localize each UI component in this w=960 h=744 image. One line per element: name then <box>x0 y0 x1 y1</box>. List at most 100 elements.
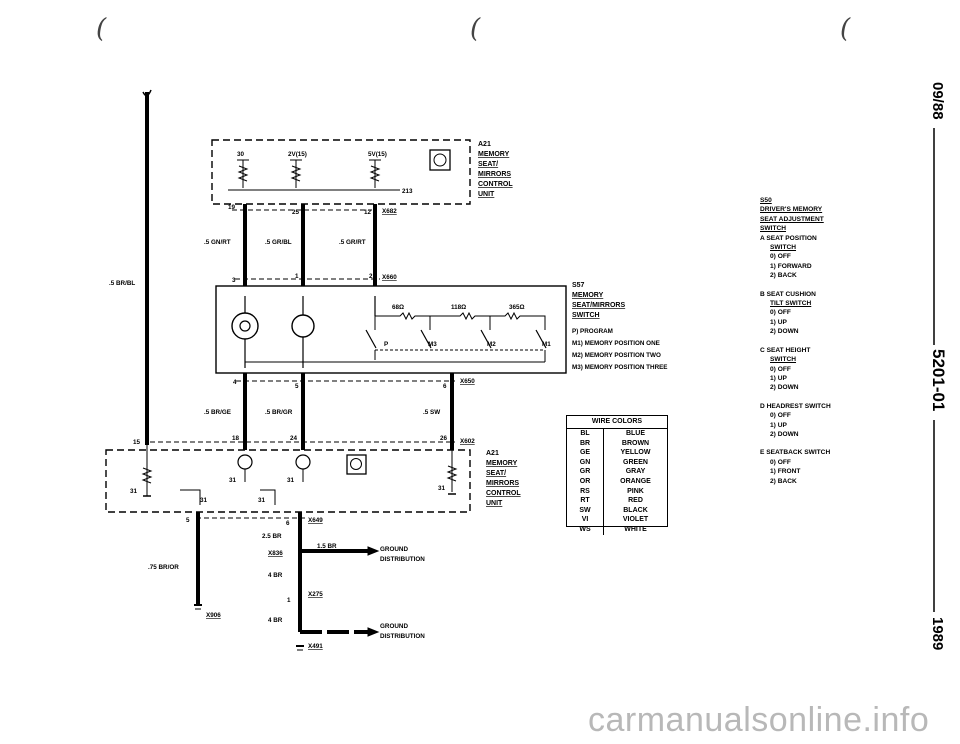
pin-30: 30 <box>237 151 245 158</box>
pin-15: 15 <box>133 439 141 446</box>
legend-b-title: B SEAT CUSHION <box>760 290 816 298</box>
conn-x682: X682 <box>382 208 397 215</box>
pin-6: 6 <box>443 383 447 390</box>
legend-d-item: 2) DOWN <box>770 430 799 438</box>
wire-color: VIOLET <box>622 516 649 524</box>
conn-x836: X836 <box>268 550 283 557</box>
wire-color-row: RS PINK <box>567 486 667 497</box>
ground-dist-2-line2: DISTRIBUTION <box>380 633 425 640</box>
watermark: carmanualsonline.info <box>588 701 930 739</box>
ground-31-e: 31 <box>258 497 266 504</box>
ground-dist-1-line1: GROUND <box>380 546 408 553</box>
wire-code: GE <box>567 448 604 458</box>
a21-top-line6: UNIT <box>478 191 495 198</box>
conn-x660: X660 <box>382 274 397 281</box>
legend-a-item: 1) FORWARD <box>770 262 812 270</box>
wire-4-br-b: 4 BR <box>268 617 283 624</box>
wire-code: RS <box>567 486 604 497</box>
wire-br-gr: .5 BR/GR <box>265 409 293 416</box>
wire-color: PINK <box>627 487 644 495</box>
wire-code: WS <box>567 524 604 535</box>
a21-bot-line5: CONTROL <box>486 490 521 497</box>
conn-x649: X649 <box>308 517 323 524</box>
wire-code: OR <box>567 476 604 487</box>
legend-d-title: D HEADREST SWITCH <box>760 402 831 410</box>
a21-top-line5: CONTROL <box>478 181 513 188</box>
wire-color: GREEN <box>623 458 648 466</box>
ground-31-b: 31 <box>229 477 237 484</box>
wire-code: SW <box>567 505 604 516</box>
s57-note-p: P) PROGRAM <box>572 328 613 335</box>
margin-code: 5201-01 <box>929 349 948 412</box>
margin-year: 1989 <box>929 617 946 651</box>
legend-c-item: 1) UP <box>770 374 787 382</box>
scan-mark-left: ( <box>96 14 107 44</box>
legend-c-item: 0) OFF <box>770 365 791 373</box>
a21-bot-line1: A21 <box>486 450 499 457</box>
wire-1-5-br: 1.5 BR <box>317 543 337 550</box>
wire-sw: .5 SW <box>423 409 440 416</box>
wire-gr-bl: .5 GR/BL <box>265 239 292 246</box>
wire-color: BROWN <box>621 439 650 447</box>
s57-note-m2: M2) MEMORY POSITION TWO <box>572 352 661 359</box>
legend-c-title: C SEAT HEIGHT <box>760 346 811 354</box>
legend-e-item: 2) BACK <box>770 477 797 485</box>
switch-m1: M1 <box>542 341 551 348</box>
a21-bot-line4: MIRRORS <box>486 480 519 487</box>
wire-color: GRAY <box>625 468 646 476</box>
wire-gn-rt: .5 GN/RT <box>204 239 231 246</box>
ground-dist-1-line2: DISTRIBUTION <box>380 556 425 563</box>
legend-e-item: 0) OFF <box>770 458 791 466</box>
pin-2v15: 2V(15) <box>288 151 307 158</box>
wire-colors-title: WIRE COLORS <box>567 416 667 429</box>
wire-code: GR <box>567 467 604 477</box>
pin-18: 18 <box>232 435 240 442</box>
wire-color: BLACK <box>623 506 648 514</box>
conn-x906: X906 <box>206 612 221 619</box>
switch-m2: M2 <box>487 341 496 348</box>
wire-code: VI <box>567 515 604 525</box>
wire-4-br-a: 4 BR <box>268 572 283 579</box>
conn-x650: X650 <box>460 378 475 385</box>
legend-d-item: 0) OFF <box>770 412 791 420</box>
wire-2-5-br: 2.5 BR <box>262 533 282 540</box>
wire-code: GN <box>567 457 604 468</box>
ground-31-f: 31 <box>438 485 446 492</box>
wire-color: BLUE <box>625 430 646 437</box>
conn-x602: X602 <box>460 438 475 445</box>
switch-m3: M3 <box>428 341 437 348</box>
legend-b-item: 0) OFF <box>770 309 791 317</box>
wire-color-row: SW BLACK <box>567 505 667 516</box>
ground-31-c: 31 <box>287 477 295 484</box>
pin-6b: 6 <box>286 520 290 527</box>
pin-3: 3 <box>232 277 236 284</box>
resistor-68: 68Ω <box>392 304 404 311</box>
pin-1b: 1 <box>287 597 291 604</box>
legend-e-title: E SEATBACK SWITCH <box>760 449 831 457</box>
s57-note-m1: M1) MEMORY POSITION ONE <box>572 340 660 347</box>
s50-title-1: DRIVER'S MEMORY <box>760 206 823 214</box>
s50-title-2: SEAT ADJUSTMENT <box>760 215 824 223</box>
legend-a-sub: SWITCH <box>770 244 797 252</box>
pin-24: 24 <box>290 435 298 442</box>
legend-a-item: 2) BACK <box>770 272 797 280</box>
s57-note-m3: M3) MEMORY POSITION THREE <box>572 364 668 371</box>
pin-213: 213 <box>402 188 413 195</box>
s50-title-3: SWITCH <box>760 225 787 233</box>
a21-bot-line3: SEAT/ <box>486 470 506 477</box>
pin-19: 19 <box>228 204 236 211</box>
pin-12: 12 <box>364 209 372 216</box>
legend-b-item: 2) DOWN <box>770 328 799 336</box>
wire-color-row: GR GRAY <box>567 467 667 477</box>
conn-x275: X275 <box>308 591 323 598</box>
a21-top-line3: SEAT/ <box>478 161 498 168</box>
legend-a-title: A SEAT POSITION <box>760 234 817 242</box>
switch-p: P <box>384 341 388 348</box>
pin-1: 1 <box>295 273 299 280</box>
wire-color-row: GN GREEN <box>567 457 667 468</box>
